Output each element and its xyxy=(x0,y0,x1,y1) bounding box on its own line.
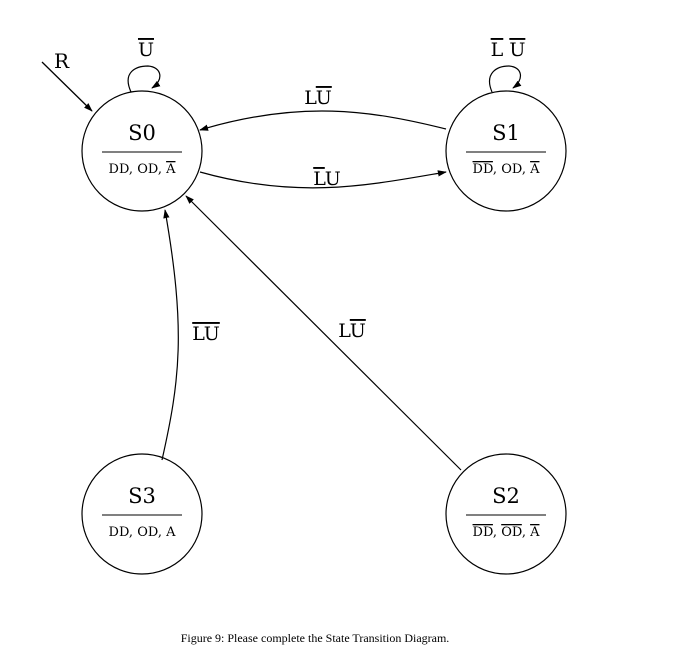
reset-label: R xyxy=(54,49,70,73)
label-s1-self: L U xyxy=(491,39,526,61)
state-name: S1 xyxy=(492,121,520,145)
reset-arrow: R xyxy=(41,49,93,112)
figure-caption: Figure 9: Please complete the State Tran… xyxy=(180,631,450,645)
state-outputs: DD, OD, A xyxy=(109,162,177,177)
label-s3-s0: LU xyxy=(192,323,220,345)
state-outputs: DD, OD, A xyxy=(109,525,177,540)
edge-s3-s0 xyxy=(161,209,179,461)
state-s2: S2 DD, OD, A xyxy=(445,453,567,575)
state-outputs: DD, OD, A xyxy=(473,525,541,540)
label-s0-self: U xyxy=(138,39,154,61)
state-s3: S3 DD, OD, A xyxy=(81,453,203,575)
state-s0: S0 DD, OD, A xyxy=(81,90,203,212)
edge-s1-self xyxy=(488,65,522,93)
edge-s2-s0 xyxy=(185,195,462,471)
label-s2-s0: LU xyxy=(338,320,366,342)
state-s1: S1 DD, OD, A xyxy=(445,90,567,212)
state-name: S3 xyxy=(128,484,156,508)
label-s1-s0: LU xyxy=(304,87,332,109)
state-outputs: DD, OD, A xyxy=(473,162,541,177)
edge-s0-self xyxy=(127,65,161,93)
label-s0-s1: LU xyxy=(313,168,341,190)
edge-s1-s0 xyxy=(199,110,447,131)
state-name: S2 xyxy=(492,484,520,508)
edge-s0-s1 xyxy=(199,170,447,189)
state-name: S0 xyxy=(128,121,156,145)
